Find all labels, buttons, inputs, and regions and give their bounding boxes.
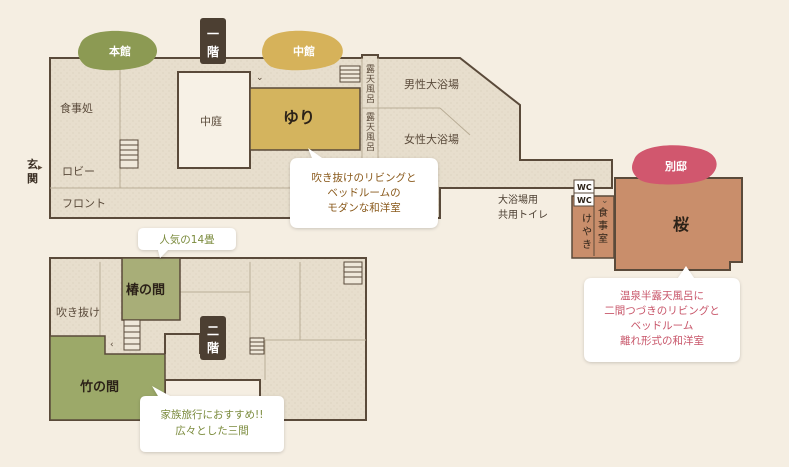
arrow-left-icon: ‹ — [110, 340, 114, 350]
callout-yuri: 吹き抜けのリビングと ベッドルームの モダンな和洋室 — [290, 148, 438, 228]
label-front: フロント — [62, 197, 106, 210]
svg-text:ベッドルームの: ベッドルームの — [327, 187, 400, 199]
label-entrance-1: 玄 — [27, 157, 38, 171]
entrance-arrow-icon: ▸ — [38, 163, 43, 173]
label-bath-toilet-2: 共用トイレ — [498, 209, 548, 221]
stairs-2f-center — [249, 337, 265, 355]
svg-text:吹き抜けのリビングと: 吹き抜けのリビングと — [312, 171, 417, 184]
svg-text:階: 階 — [207, 340, 219, 355]
label-wc-2: WC — [577, 196, 592, 205]
badge-honkan: 本館 — [78, 30, 158, 71]
stairs-2f-left — [123, 319, 141, 351]
svg-text:広々とした三間: 広々とした三間 — [175, 424, 249, 437]
label-courtyard: 中庭 — [200, 114, 222, 128]
wc-box-2 — [573, 192, 595, 207]
first-floor-marker: 一 階 — [200, 18, 226, 64]
room-tsubaki[interactable] — [121, 257, 181, 321]
svg-text:家族旅行におすすめ!!: 家族旅行におすすめ!! — [161, 408, 264, 421]
arrow-down-icon: ⌄ — [256, 73, 264, 83]
label-wc-1: WC — [577, 183, 592, 192]
label-keyaki: け や き — [582, 213, 592, 251]
svg-text:事: 事 — [598, 219, 608, 232]
svg-text:本館: 本館 — [109, 44, 131, 58]
callout-take: 家族旅行におすすめ!! 広々とした三間 — [140, 386, 284, 452]
svg-text:ベッドルーム: ベッドルーム — [631, 320, 694, 332]
svg-text:別邸: 別邸 — [664, 159, 687, 173]
room-yuri-label: ゆり — [283, 108, 315, 127]
label-open-air-1: 露 天 風 呂 — [366, 64, 375, 105]
stairs-1f-honkan — [119, 139, 139, 169]
svg-text:室: 室 — [598, 232, 608, 245]
first-floor: ⌄ ⌄ ▸ 玄 関 食事処 ロビー フロント 中庭 ゆり 露 天 風 呂 露 天… — [27, 54, 743, 271]
svg-text:一: 一 — [207, 27, 219, 41]
room-yuri[interactable] — [249, 87, 361, 151]
room-sakura[interactable] — [614, 177, 743, 271]
badge-nakakan: 中館 — [262, 30, 343, 71]
stairs-2f-right — [343, 261, 363, 285]
label-open-air-2: 露 天 風 呂 — [366, 112, 375, 153]
svg-text:や: や — [582, 226, 592, 238]
svg-text:呂: 呂 — [366, 94, 375, 105]
svg-text:露: 露 — [366, 64, 375, 75]
label-bath-toilet-1: 大浴場用 — [498, 193, 538, 206]
room-take-label: 竹の間 — [79, 379, 119, 395]
svg-text:天: 天 — [366, 123, 375, 133]
svg-text:離れ形式の和洋室: 離れ形式の和洋室 — [620, 334, 704, 347]
label-mens-bath: 男性大浴場 — [404, 77, 459, 91]
room-sakura-label: 桜 — [673, 215, 689, 234]
badge-bettei: 別邸 — [632, 145, 717, 185]
label-entrance-2: 関 — [27, 172, 38, 185]
callout-tsubaki: 人気の14畳 — [138, 228, 236, 258]
label-womens-bath: 女性大浴場 — [404, 132, 459, 146]
room-tsubaki-label: 椿の間 — [126, 282, 165, 298]
svg-text:中館: 中館 — [293, 44, 315, 58]
svg-text:露: 露 — [366, 112, 375, 123]
callout-sakura: 温泉半露天風呂に 二間つづきのリビングと ベッドルーム 離れ形式の和洋室 — [584, 266, 740, 362]
svg-text:呂: 呂 — [366, 142, 375, 153]
stairs-1f-nakakan — [339, 65, 361, 83]
second-floor-marker: 二 階 — [200, 316, 226, 360]
label-dining: 食事処 — [60, 101, 93, 115]
svg-text:二間つづきのリビングと: 二間つづきのリビングと — [604, 304, 720, 317]
svg-text:風: 風 — [366, 132, 375, 143]
label-dining-room: 食 事 室 — [598, 206, 608, 245]
svg-text:け: け — [582, 213, 592, 225]
svg-text:階: 階 — [207, 44, 219, 59]
label-fukinuke: 吹き抜け — [56, 305, 100, 319]
svg-text:モダンな和洋室: モダンな和洋室 — [327, 201, 401, 214]
svg-text:天: 天 — [366, 75, 375, 85]
arrow-down-icon: ⌄ — [601, 196, 609, 206]
svg-text:二: 二 — [207, 324, 219, 338]
svg-text:人気の14畳: 人気の14畳 — [159, 233, 215, 246]
svg-text:風: 風 — [366, 84, 375, 95]
svg-text:温泉半露天風呂に: 温泉半露天風呂に — [620, 289, 704, 302]
svg-text:き: き — [582, 239, 592, 251]
label-lobby: ロビー — [62, 165, 95, 178]
svg-text:食: 食 — [598, 206, 608, 219]
